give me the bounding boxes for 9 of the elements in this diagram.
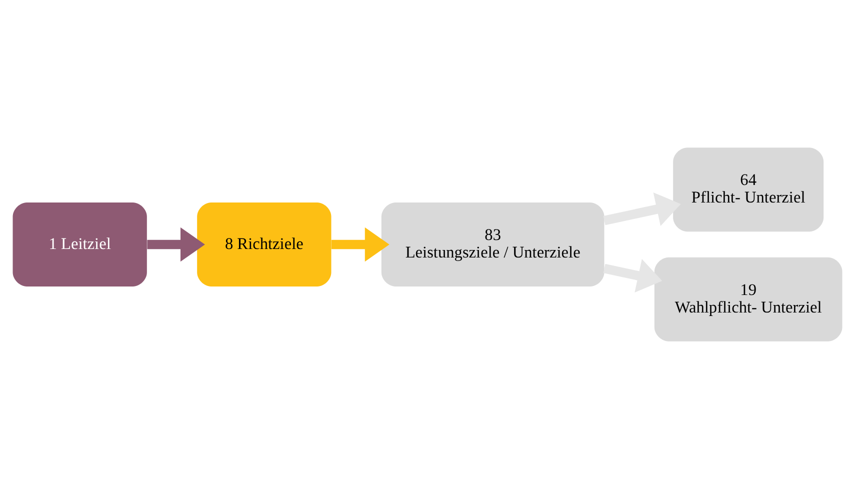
arrow (331, 227, 390, 262)
node-box: 83 Leistungsziele / Unterziele (381, 202, 604, 286)
arrow (603, 259, 662, 292)
node-box: 19 Wahlpflicht- Unterziel (654, 257, 842, 342)
arrow (603, 192, 681, 226)
node-box: 64 Pflicht- Unterziel (673, 148, 824, 232)
node-box: 1 Leitziel (12, 202, 147, 286)
node-box: 8 Richtziele (197, 202, 332, 286)
arrow (147, 227, 205, 262)
